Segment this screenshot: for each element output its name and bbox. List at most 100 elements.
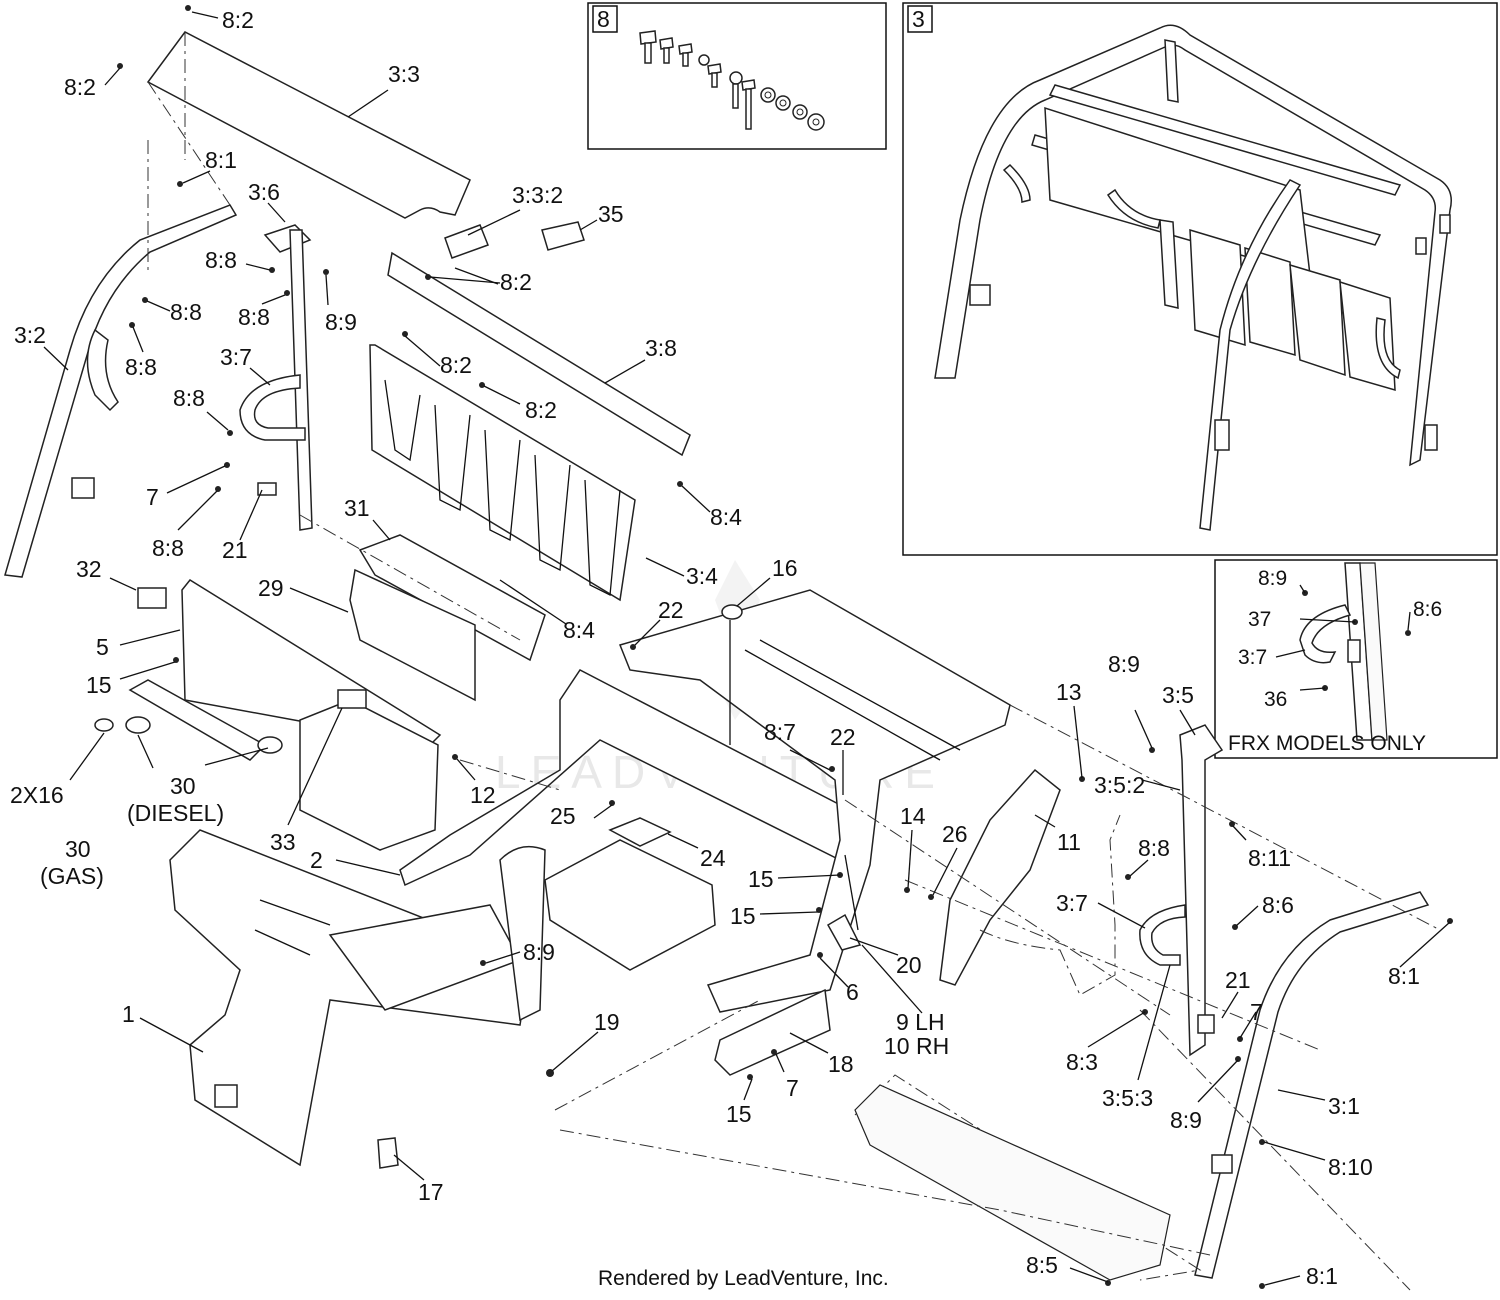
callout-7-c: 7	[786, 1075, 799, 1101]
callout-3-4: 3:4	[686, 563, 718, 589]
callout-15-c: 15	[730, 903, 756, 929]
fastener-dots	[117, 5, 1453, 1289]
cross-bar-3-8	[387, 251, 691, 457]
callout-3-7-frx: 3:7	[1238, 646, 1267, 669]
frx-models-only-note: FRX MODELS ONLY	[1228, 732, 1426, 755]
callout-21-b: 21	[1225, 967, 1251, 993]
callout-8-8-b: 8:8	[170, 299, 202, 325]
skid-plate-24	[544, 839, 716, 971]
callout-8-9-b: 8:9	[1108, 651, 1140, 677]
grommet-30-gas	[125, 716, 151, 734]
callout-8-5: 8:5	[1026, 1252, 1058, 1278]
callout-5: 5	[96, 634, 109, 660]
callout-8-6-frx: 8:6	[1413, 598, 1442, 621]
callout-24: 24	[700, 845, 726, 871]
callout-35: 35	[598, 201, 624, 227]
left-rear-upright	[4, 204, 238, 578]
hardware-fasteners	[639, 30, 825, 131]
callout-8-9-d: 8:9	[1170, 1107, 1202, 1133]
callout-8-2-c: 8:2	[500, 269, 532, 295]
callout-8-9-c: 8:9	[523, 939, 555, 965]
callout-10-rh: 10 RH	[884, 1033, 949, 1059]
frx-inset: FRX MODELS ONLY	[1214, 559, 1498, 759]
callout-8-11: 8:11	[1248, 845, 1291, 871]
callout-8-2-e: 8:2	[525, 397, 557, 423]
callout-13: 13	[1056, 679, 1082, 705]
heat-shield-29	[349, 568, 476, 702]
callout-32: 32	[76, 556, 102, 582]
callout-8-8-e: 8:8	[173, 385, 205, 411]
callout-21-a: 21	[222, 537, 248, 563]
callout-7-b: 7	[1250, 999, 1263, 1025]
rops-assembled	[934, 24, 1452, 531]
callout-36: 36	[1264, 688, 1287, 711]
callout-9-lh: 9 LH	[896, 1009, 945, 1035]
callout-26: 26	[942, 821, 968, 847]
pad-35	[541, 221, 585, 251]
bracket-18	[714, 988, 831, 1076]
callout-3-1: 3:1	[1328, 1093, 1360, 1119]
callout-12: 12	[470, 782, 496, 808]
right-hinge-bracket	[1197, 1014, 1215, 1034]
right-mount-bracket	[1211, 1154, 1233, 1174]
grommet-16	[94, 718, 114, 732]
hinge-bracket	[257, 482, 277, 496]
side-rail-left	[499, 845, 546, 1022]
bulkhead-tray	[299, 699, 439, 851]
callout-8-4-a: 8:4	[710, 504, 742, 530]
callout-3-7-b: 3:7	[1056, 890, 1088, 916]
hardware-inset: 8	[587, 2, 887, 150]
callout-8-2-d: 8:2	[440, 352, 472, 378]
right-rear-upright	[1194, 891, 1430, 1279]
callout-18: 18	[828, 1051, 854, 1077]
callout-8-8-d: 8:8	[125, 354, 157, 380]
cover-25	[608, 817, 672, 847]
callout-gas: (GAS)	[40, 863, 104, 889]
callout-8-1-top: 8:1	[205, 147, 237, 173]
callout-11: 11	[1057, 829, 1081, 855]
callout-25: 25	[550, 803, 576, 829]
hitch-receiver	[214, 1084, 238, 1108]
rear-frame-6	[618, 589, 1011, 1013]
roof-pad-3-3-2	[444, 224, 489, 259]
callout-1: 1	[122, 1001, 135, 1027]
left-grab-handle	[86, 328, 119, 412]
callout-3-6: 3:6	[248, 179, 280, 205]
assembly-lines	[147, 32, 1441, 1291]
callout-3-2: 3:2	[14, 322, 46, 348]
rear-panel-3-4	[369, 344, 636, 602]
callout-labels: 8:2 8:2 3:3 8:1 3:6 3:3:2 35 8:8 8:2 8:8…	[10, 7, 1442, 1289]
callout-31: 31	[344, 495, 370, 521]
callout-7-a: 7	[146, 484, 159, 510]
callout-15-d: 15	[726, 1101, 752, 1127]
callout-8-6: 8:6	[1262, 892, 1294, 918]
callout-22-b: 22	[830, 724, 856, 750]
callout-3-5: 3:5	[1162, 682, 1194, 708]
side-panel-11	[939, 768, 1061, 986]
callout-15-b: 15	[748, 866, 774, 892]
bulkhead-5	[181, 579, 442, 746]
footer-credit: Rendered by LeadVenture, Inc.	[598, 1267, 889, 1290]
label-33	[337, 689, 367, 709]
leader-lines	[43, 11, 1451, 1286]
callout-8-8-c: 8:8	[238, 304, 270, 330]
callout-2: 2	[310, 847, 323, 873]
callout-3-3-2: 3:3:2	[512, 182, 563, 208]
label-32	[137, 587, 167, 609]
callout-30-diesel: 30	[170, 773, 196, 799]
rear-panel-ribs	[384, 379, 621, 597]
callout-8-8-g: 8:8	[1138, 835, 1170, 861]
callout-8-1-r: 8:1	[1388, 963, 1420, 989]
callout-33: 33	[270, 829, 296, 855]
right-grab-bar	[1139, 904, 1186, 966]
heat-shield-31	[358, 534, 546, 662]
callout-37: 37	[1248, 608, 1271, 631]
door-outline	[979, 814, 1121, 996]
callout-8-2-a: 8:2	[222, 7, 254, 33]
callout-3-8: 3:8	[645, 335, 677, 361]
callout-3-7-a: 3:7	[220, 344, 252, 370]
rops-inset-number: 3	[912, 6, 925, 32]
right-front-upright	[1179, 724, 1224, 1057]
